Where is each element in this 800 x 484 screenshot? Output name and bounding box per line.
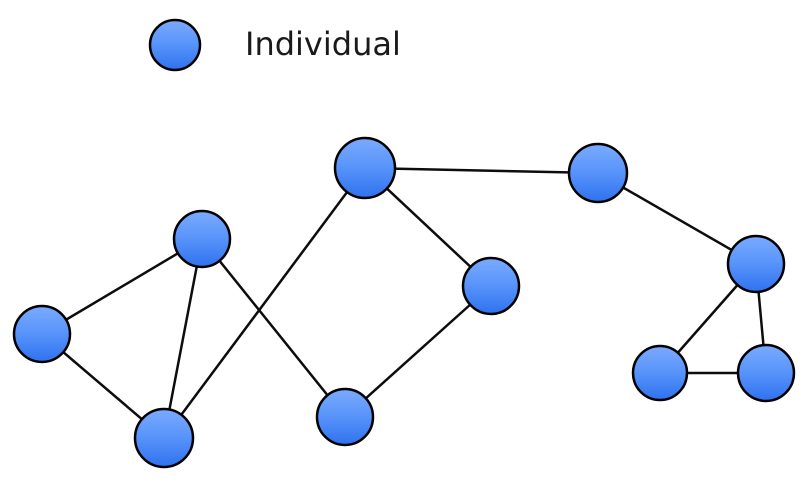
graph-node: [133, 407, 195, 469]
graph-node: [736, 343, 796, 403]
graph-node: [631, 344, 689, 402]
graph-node: [172, 209, 232, 269]
graph-edge: [596, 171, 758, 266]
graph-node: [12, 304, 72, 364]
graph-edge: [363, 166, 600, 175]
legend: Individual: [148, 18, 401, 72]
graph-edge: [162, 237, 204, 440]
legend-label: Individual: [245, 25, 401, 63]
graph-node: [315, 387, 375, 447]
legend-marker-icon: [148, 18, 202, 72]
graph-node: [461, 256, 521, 316]
graph-edge: [343, 284, 493, 419]
graph-edge: [40, 237, 204, 336]
graph-edge: [200, 237, 347, 419]
graph-node: [333, 136, 397, 200]
graph-edge: [162, 166, 367, 440]
graph-node: [726, 234, 786, 294]
node-layer: [12, 136, 796, 469]
graph-node: [567, 142, 629, 204]
